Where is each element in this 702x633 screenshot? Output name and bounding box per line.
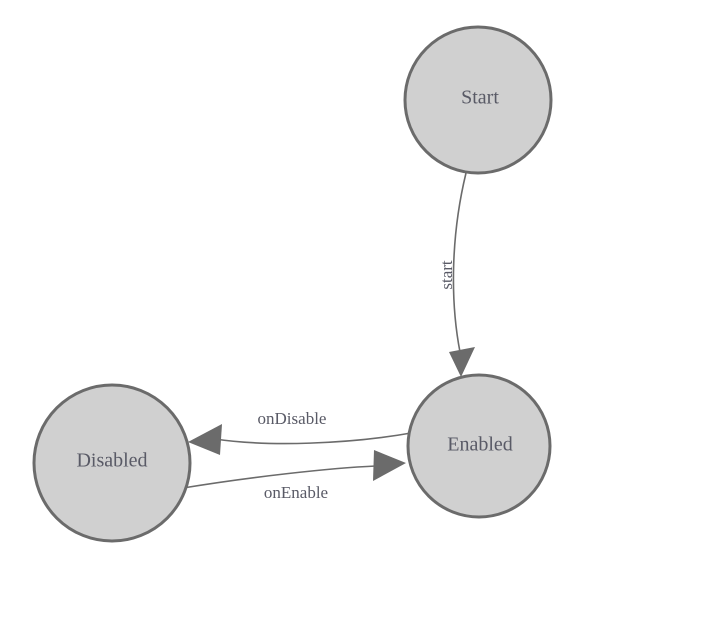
edge-disabled-to-enabled[interactable]: onEnable [182,450,406,502]
edge-disabled-to-enabled-arrowhead [373,450,406,481]
state-node-disabled-circle [32,383,192,543]
edge-enabled-to-disabled[interactable]: onDisable [188,409,412,455]
state-node-start-label: Start [461,87,499,109]
edge-disabled-to-enabled-path [182,465,377,489]
edge-label-ondisable: onDisable [258,409,327,428]
edge-start-to-enabled-arrowhead [449,347,475,377]
state-node-disabled-label: Disabled [76,450,147,472]
edge-label-start: start [437,260,456,290]
state-node-start-circle [403,25,553,175]
state-node-disabled[interactable]: Disabled [32,383,192,543]
edge-start-to-enabled[interactable]: start [437,172,475,377]
state-node-enabled-circle [406,373,552,519]
edge-label-onenable: onEnable [264,483,328,502]
edge-start-to-enabled-path [452,172,467,353]
state-node-enabled-label: Enabled [447,434,513,456]
state-node-start[interactable]: Start [403,25,553,175]
edge-enabled-to-disabled-path [214,432,412,445]
edge-enabled-to-disabled-arrowhead [188,424,222,455]
state-node-enabled[interactable]: Enabled [406,373,552,519]
